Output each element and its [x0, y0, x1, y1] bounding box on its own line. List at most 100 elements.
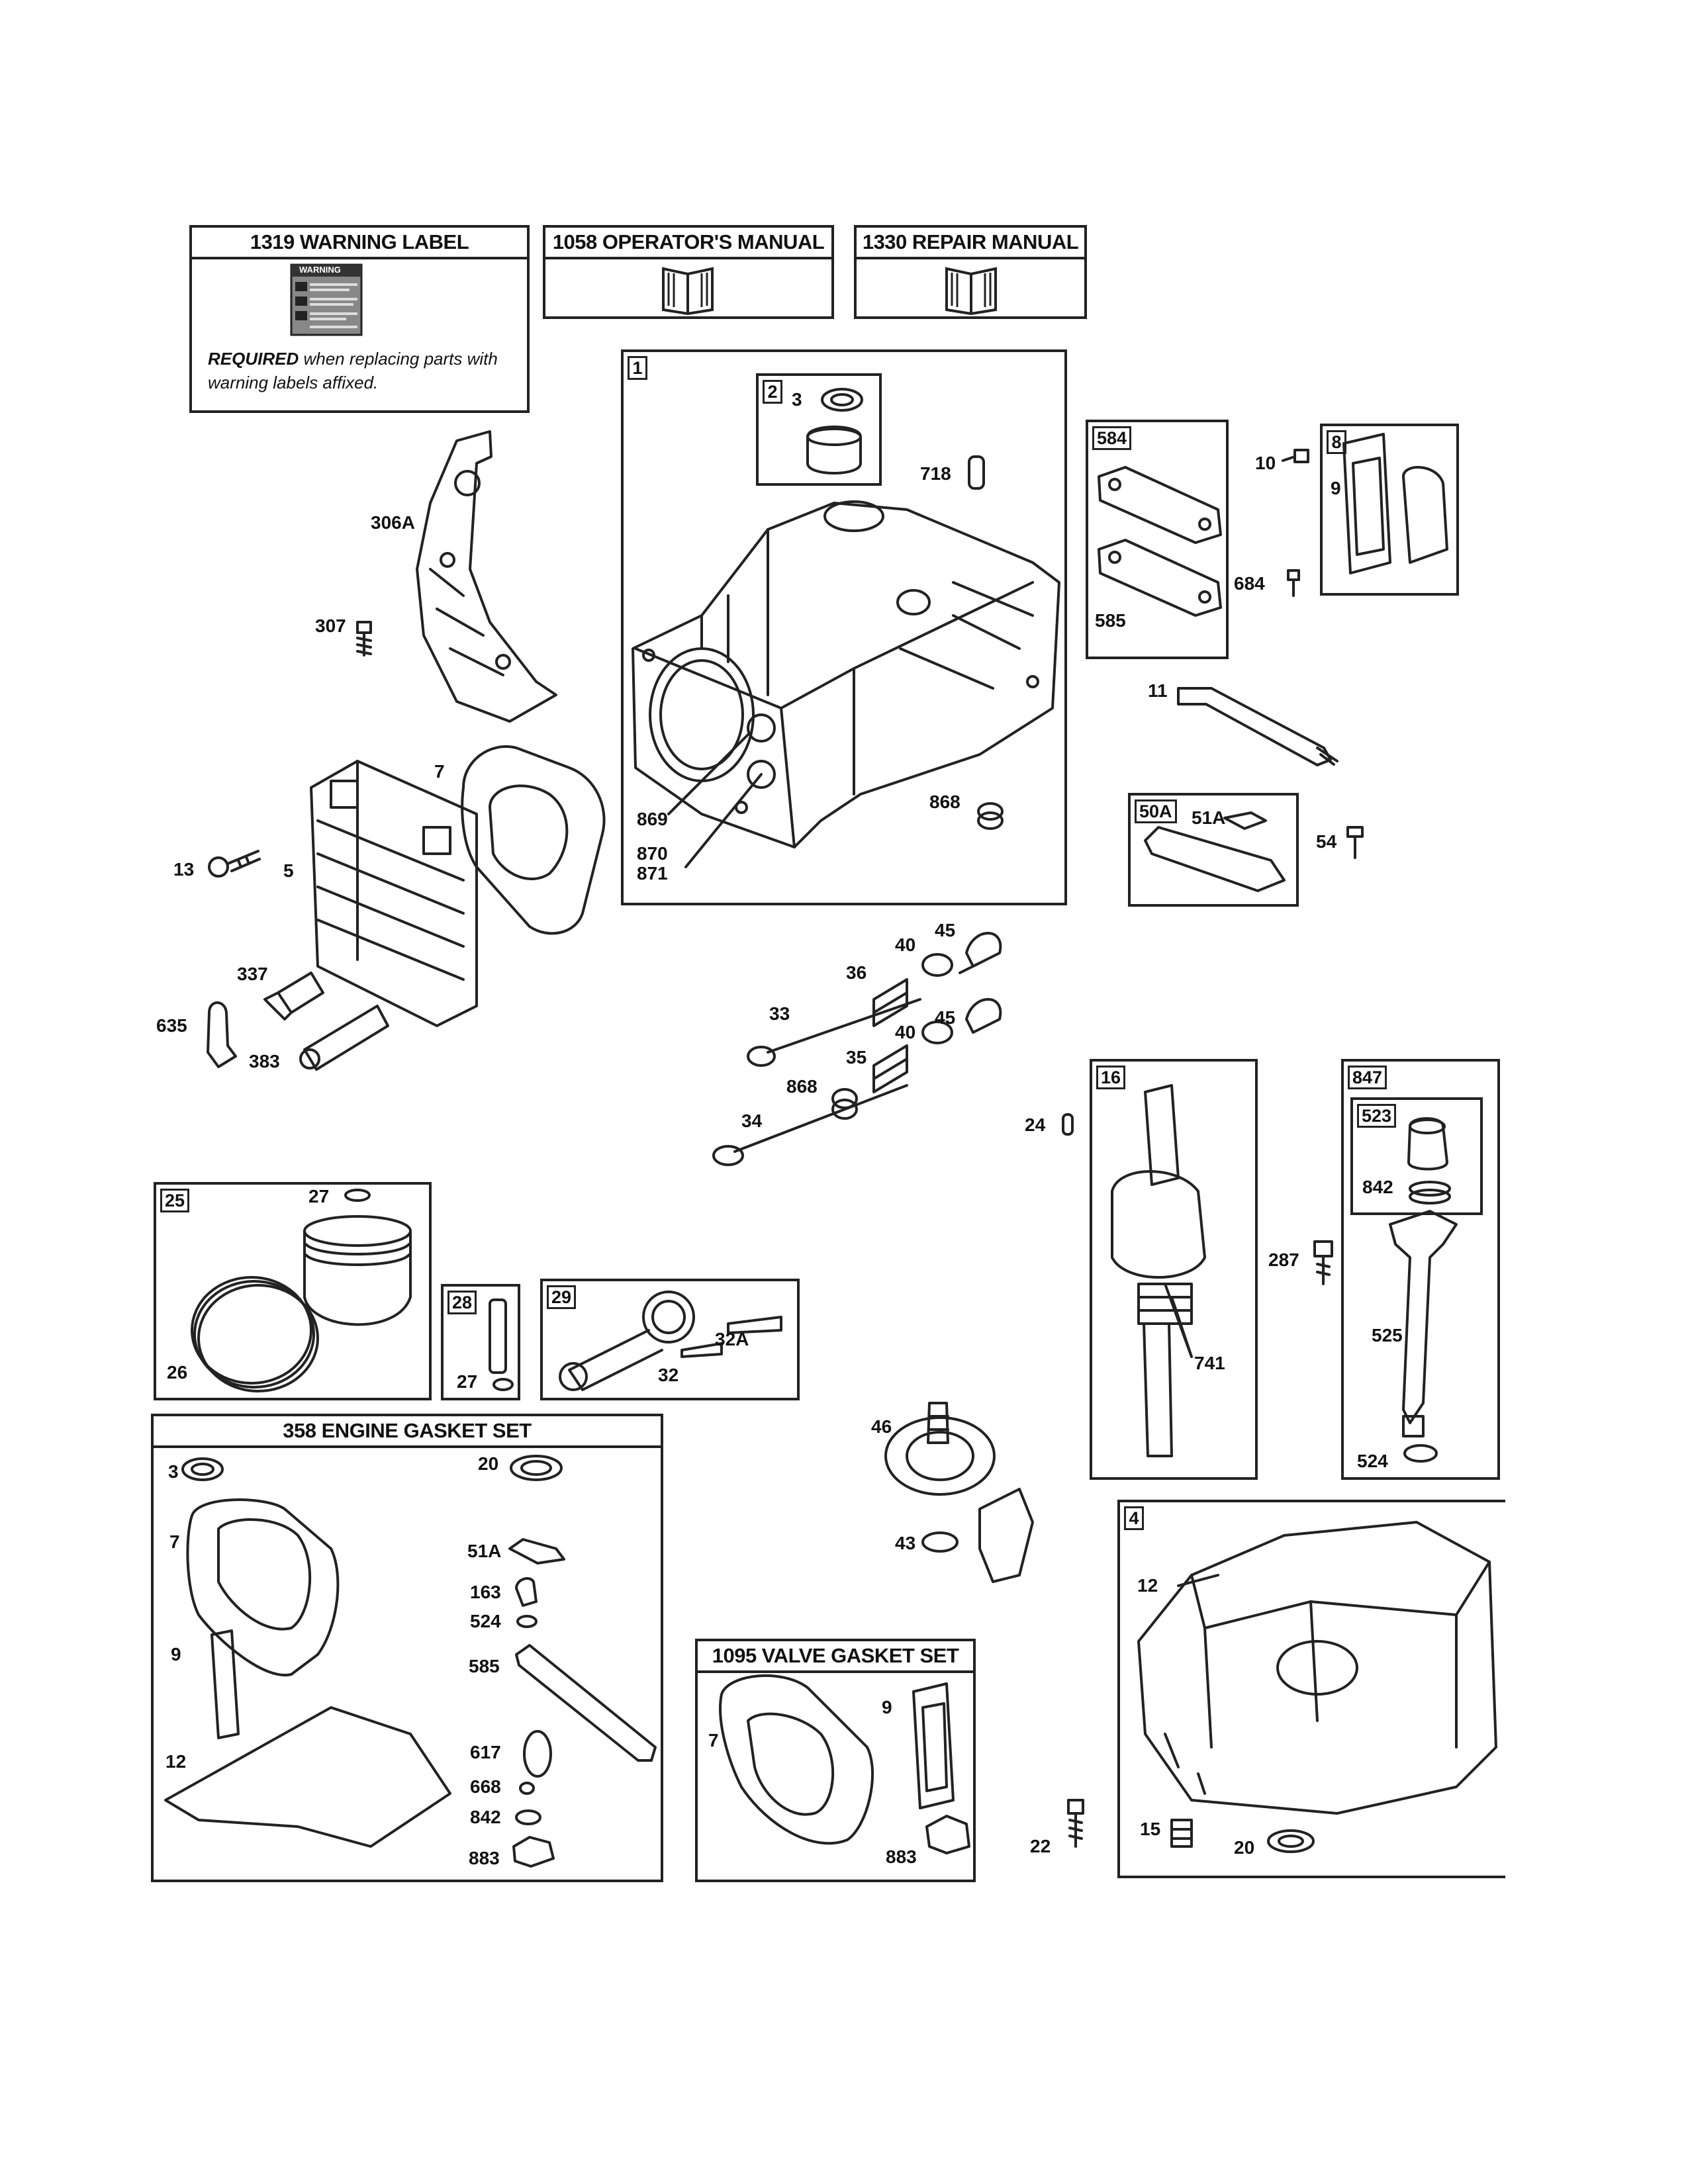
wrist-pin-part: [489, 1298, 507, 1374]
part-label-718: 718: [920, 463, 951, 484]
crankcase-block-part: [632, 500, 1060, 848]
part-label-635: 635: [156, 1015, 187, 1036]
valve-gasket-set-box: 1095 VALVE GASKET SET: [695, 1639, 976, 1882]
part-label-33: 33: [769, 1003, 790, 1024]
part-label-525: 525: [1372, 1325, 1403, 1345]
piston-rings-part: [191, 1276, 319, 1392]
intake-gasket-part: [1098, 466, 1222, 544]
part-label-9-valve: 9: [882, 1697, 892, 1717]
sump-4-box: 4: [1117, 1500, 1505, 1878]
box-tag-847: 847: [1348, 1066, 1387, 1089]
part-label-51a-gasket: 51A: [467, 1541, 502, 1561]
part-label-883-gasket: 883: [469, 1848, 500, 1868]
part-label-306a: 306A: [371, 512, 415, 533]
dipstick-part: [1407, 1117, 1451, 1205]
oring-524-part: [1403, 1444, 1438, 1463]
piston-25-box: 25: [154, 1182, 432, 1400]
repair-manual-box: 1330 REPAIR MANUAL: [854, 225, 1087, 319]
repair-manual-title: 1330 REPAIR MANUAL: [857, 228, 1084, 259]
part-label-54: 54: [1316, 831, 1337, 852]
head-bolt-part: [208, 850, 261, 878]
bolt-287-part: [1313, 1240, 1333, 1285]
valve-train-part: [712, 932, 1002, 1166]
leader-870: [684, 773, 763, 868]
box-tag-16: 16: [1096, 1066, 1126, 1089]
operators-manual-title: 1058 OPERATOR'S MANUAL: [545, 228, 831, 259]
part-label-842-box523: 842: [1362, 1177, 1393, 1197]
spark-plug-part: [263, 972, 324, 1021]
camshaft-part: [884, 1402, 996, 1496]
shield-383-part: [299, 1005, 389, 1071]
part-label-32a: 32A: [715, 1329, 749, 1349]
part-label-36: 36: [846, 962, 867, 983]
breather-cover-part: [1402, 466, 1448, 564]
screw-684-part: [1287, 569, 1300, 597]
valve-gasket-set-parts: [719, 1674, 970, 1854]
part-label-40-a: 40: [895, 934, 916, 955]
gasket-51a-part: [1223, 811, 1267, 830]
warning-label-box: 1319 WARNING LABEL WARNING REQUIRED when…: [189, 225, 530, 413]
dipstick-847-box: 847: [1341, 1059, 1500, 1480]
engine-gasket-set-box: 358 ENGINE GASKET SET: [151, 1414, 663, 1882]
part-label-22: 22: [1030, 1836, 1051, 1856]
cylinder-head-part: [310, 760, 478, 1027]
breather-gasket-part: [1342, 433, 1391, 574]
intake-gasket-part: [1098, 539, 1222, 617]
part-label-668: 668: [470, 1776, 501, 1797]
part-label-27-box25: 27: [308, 1186, 330, 1206]
part-label-46: 46: [871, 1416, 892, 1437]
breather-8-box: 8: [1320, 424, 1459, 596]
warning-required-note: REQUIRED when replacing parts with warni…: [208, 347, 512, 394]
seal-part: [821, 388, 863, 412]
part-label-40-b: 40: [895, 1022, 916, 1042]
head-gasket-bore: [489, 784, 569, 881]
part-label-7-gasket: 7: [169, 1531, 180, 1552]
box-tag-29: 29: [547, 1285, 577, 1309]
plug-15-part: [1170, 1819, 1193, 1848]
part-label-871: 871: [637, 863, 668, 884]
clip-27-part: [492, 1378, 514, 1391]
part-label-585-box584: 585: [1095, 610, 1126, 631]
cylinder-assembly-box: 1: [621, 349, 1067, 905]
book-icon: [662, 267, 714, 315]
part-label-9-box8: 9: [1331, 478, 1341, 498]
blower-housing-part: [416, 430, 557, 723]
part-label-11: 11: [1148, 680, 1168, 701]
head-gasket-part: [461, 745, 606, 935]
breather-tube-part: [1177, 687, 1338, 766]
bearing-kit-box: 2: [756, 373, 882, 486]
box-tag-1: 1: [628, 356, 647, 380]
leader-869: [667, 733, 749, 815]
part-label-307: 307: [315, 615, 346, 636]
part-label-684: 684: [1234, 573, 1265, 594]
pin-28-box: 28: [441, 1284, 520, 1400]
part-label-15: 15: [1140, 1819, 1161, 1839]
part-label-12-sump: 12: [1137, 1575, 1158, 1596]
part-label-43: 43: [895, 1533, 916, 1553]
part-label-45-a: 45: [935, 920, 956, 940]
part-label-585-gasket: 585: [469, 1656, 500, 1676]
part-label-7-valve: 7: [708, 1730, 719, 1751]
part-label-337: 337: [237, 964, 268, 984]
warning-sticker-icon: [290, 263, 363, 336]
part-label-617: 617: [470, 1742, 501, 1762]
part-label-163: 163: [470, 1582, 501, 1602]
part-label-26: 26: [167, 1362, 188, 1383]
part-label-524-gasket: 524: [470, 1611, 501, 1631]
governor-part: [921, 1488, 1034, 1583]
part-label-7-head: 7: [434, 761, 445, 782]
part-label-868-block: 868: [929, 792, 961, 812]
part-label-3-gasket: 3: [168, 1461, 179, 1482]
crankshaft-16-box: 16: [1090, 1059, 1258, 1480]
engine-gasket-set-title: 358 ENGINE GASKET SET: [154, 1416, 661, 1448]
part-label-13: 13: [173, 859, 195, 880]
box-tag-584: 584: [1092, 426, 1132, 450]
part-label-883-valve: 883: [886, 1846, 917, 1867]
connecting-rod-part: [559, 1291, 782, 1391]
part-label-45-b: 45: [935, 1007, 956, 1028]
part-label-9-gasket: 9: [171, 1644, 181, 1664]
sump-part: [1137, 1521, 1497, 1815]
part-label-32: 32: [658, 1365, 679, 1385]
